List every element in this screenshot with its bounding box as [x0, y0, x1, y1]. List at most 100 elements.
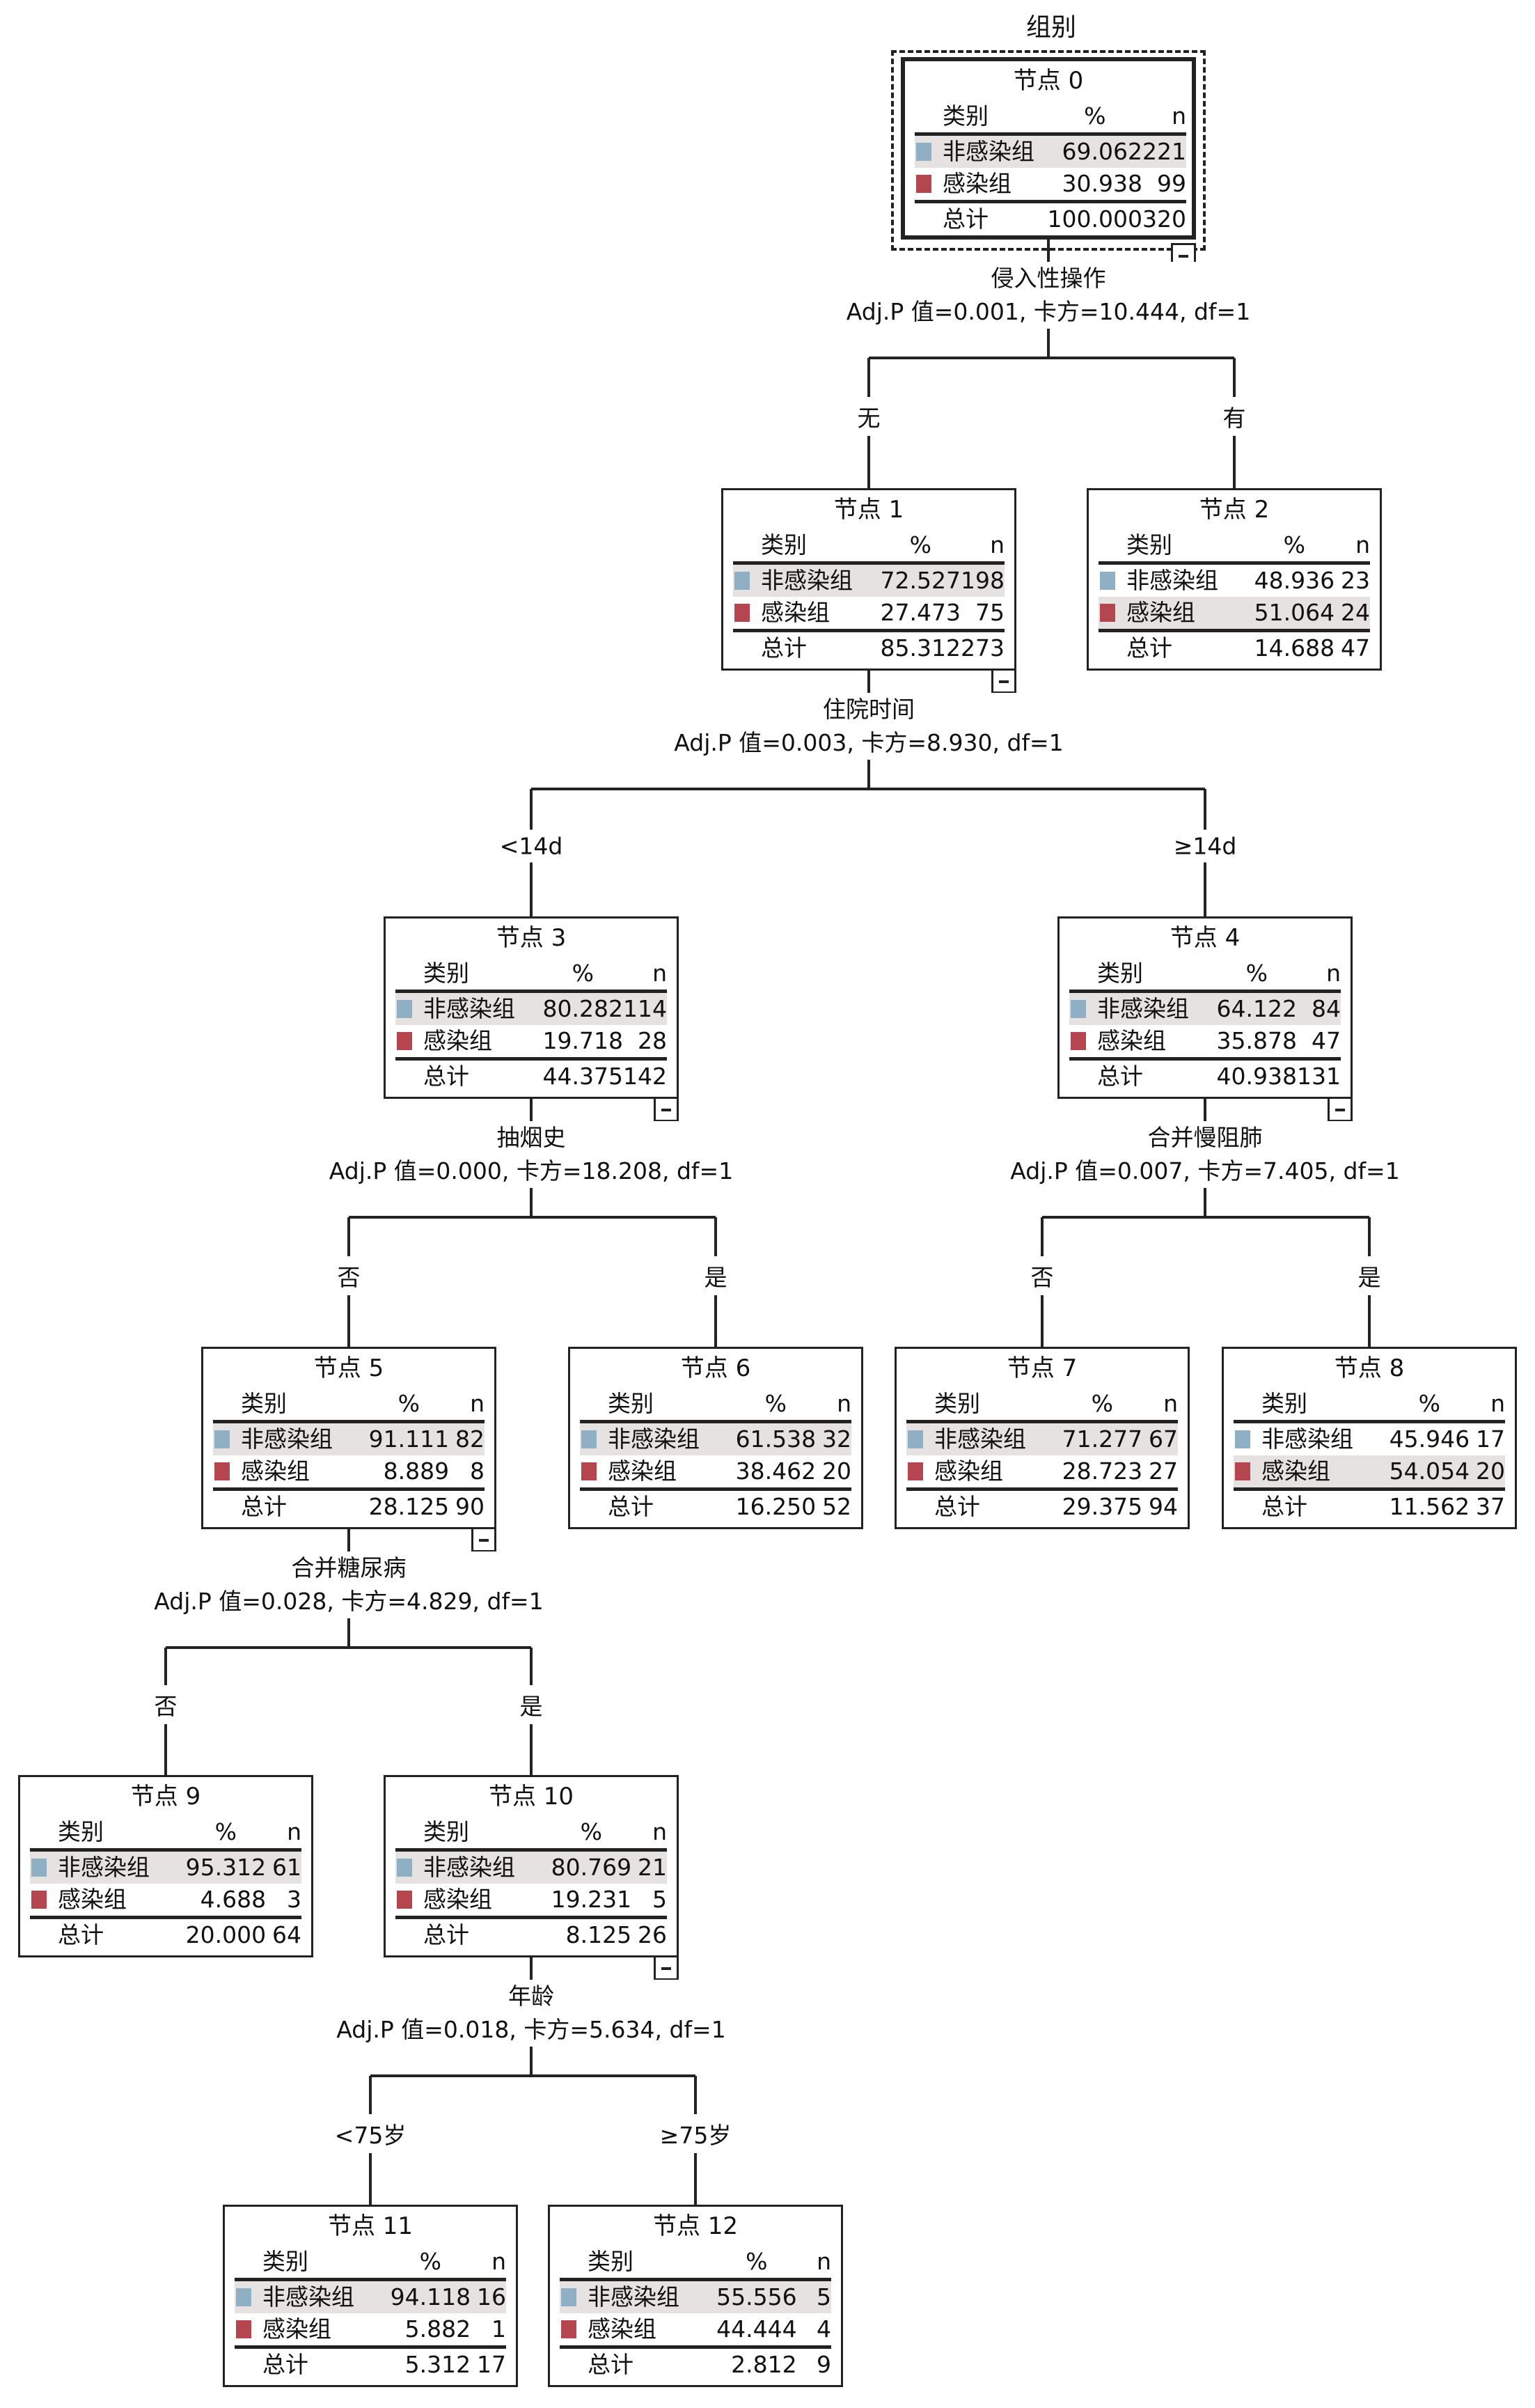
header-category: 类别 [915, 100, 1048, 136]
non-infected-swatch-icon [31, 1859, 47, 1877]
split-variable: 合并慢阻肺 [1147, 1124, 1263, 1151]
row-total: 总计 85.312 273 [733, 631, 1005, 665]
percent-value: 19.718 [542, 1025, 623, 1061]
category-label: 感染组 [58, 1886, 127, 1913]
header-category: 类别 [235, 2246, 391, 2281]
tree-node-12[interactable]: 节点 12 类别 % n 非感染组 55.556 5 感染组 44.444 4 … [548, 2205, 843, 2387]
total-label: 总计 [1097, 1063, 1143, 1090]
percent-value: 61.538 [735, 1421, 817, 1455]
count-value: 67 [1142, 1421, 1178, 1455]
count-value: 61 [266, 1850, 301, 1884]
header-percent: % [1216, 957, 1297, 993]
count-value: 28 [623, 1025, 667, 1061]
split-statistics: Adj.P 值=0.018, 卡方=5.634, df=1 [336, 2016, 726, 2043]
node-table: 类别 % n 非感染组 69.062 221 感染组 30.938 99 总计 … [915, 100, 1186, 235]
row-infected: 感染组 19.231 5 [395, 1884, 667, 1919]
percent-value: 55.556 [716, 2279, 797, 2313]
row-total: 总计 28.125 90 [213, 1490, 485, 1524]
node-title: 节点 1 [833, 496, 904, 524]
tree-node-4[interactable]: 节点 4 类别 % n 非感染组 64.122 84 感染组 35.878 47… [1057, 916, 1353, 1099]
row-non-infected: 非感染组 64.122 84 [1069, 991, 1341, 1025]
count-value: 114 [623, 991, 667, 1025]
category-label: 非感染组 [943, 138, 1034, 165]
tree-node-2[interactable]: 节点 2 类别 % n 非感染组 48.936 23 感染组 51.064 24… [1087, 488, 1382, 671]
infected-swatch-icon [734, 604, 750, 622]
collapse-node-4-button[interactable] [1328, 1097, 1353, 1122]
count-value: 17 [1476, 1425, 1505, 1453]
category-label: 非感染组 [241, 1425, 333, 1453]
row-total: 总计 11.562 37 [1234, 1490, 1505, 1524]
percent-value: 80.769 [551, 1850, 632, 1884]
category-label: 感染组 [1126, 599, 1195, 626]
collapse-node-3-button[interactable] [654, 1097, 679, 1122]
split-variable: 住院时间 [823, 696, 915, 723]
category-label: 非感染组 [262, 2283, 354, 2311]
collapse-node-1-button[interactable] [991, 669, 1016, 694]
total-label: 总计 [1261, 1493, 1307, 1520]
non-infected-swatch-icon [581, 1430, 597, 1448]
collapse-node-5-button[interactable] [471, 1527, 496, 1552]
tree-node-9[interactable]: 节点 9 类别 % n 非感染组 95.312 61 感染组 4.688 3 总… [18, 1775, 313, 1957]
header-n: n [1470, 1388, 1505, 1423]
branch-label: 否 [152, 1685, 179, 1725]
split-statistics: Adj.P 值=0.007, 卡方=7.405, df=1 [1010, 1157, 1400, 1185]
header-category: 类别 [1234, 1388, 1390, 1423]
header-percent: % [735, 1388, 817, 1423]
percent-value: 94.118 [390, 2279, 471, 2313]
count-value: 16 [471, 2279, 506, 2313]
tree-node-6[interactable]: 节点 6 类别 % n 非感染组 61.538 32 感染组 38.462 20… [568, 1347, 863, 1529]
minus-icon [999, 680, 1009, 683]
percent-value: 69.062 [1047, 134, 1142, 168]
total-label: 总计 [608, 1493, 654, 1520]
minus-icon [661, 1967, 671, 1970]
tree-node-5[interactable]: 节点 5 类别 % n 非感染组 91.111 82 感染组 8.889 8 总… [201, 1347, 496, 1529]
category-label: 非感染组 [608, 1425, 700, 1453]
percent-value: 95.312 [185, 1850, 267, 1884]
total-count: 142 [623, 1063, 667, 1090]
category-label: 感染组 [943, 170, 1011, 197]
tree-node-8[interactable]: 节点 8 类别 % n 非感染组 45.946 17 感染组 54.054 20… [1222, 1347, 1517, 1529]
tree-node-1[interactable]: 节点 1 类别 % n 非感染组 72.527 198 感染组 27.473 7… [721, 488, 1016, 671]
percent-value: 28.723 [1062, 1455, 1143, 1491]
category-label: 感染组 [608, 1457, 677, 1485]
tree-node-7[interactable]: 节点 7 类别 % n 非感染组 71.277 67 感染组 28.723 27… [895, 1347, 1190, 1529]
branch-label: ≥14d [1172, 829, 1238, 863]
header-n: n [1335, 529, 1370, 565]
total-count: 52 [822, 1493, 851, 1520]
total-percent: 44.375 [542, 1063, 623, 1090]
percent-value: 51.064 [1254, 597, 1335, 632]
count-value: 32 [816, 1421, 851, 1455]
tree-node-3[interactable]: 节点 3 类别 % n 非感染组 80.282 114 感染组 19.718 2… [384, 916, 679, 1099]
percent-value: 30.938 [1047, 168, 1142, 203]
node-table: 类别 % n 非感染组 72.527 198 感染组 27.473 75 总计 … [733, 529, 1005, 664]
node-title: 节点 4 [1170, 924, 1241, 952]
percent-value: 44.444 [716, 2313, 797, 2349]
count-value: 23 [1341, 567, 1370, 594]
percent-value: 27.473 [880, 597, 961, 632]
split-statistics: Adj.P 值=0.001, 卡方=10.444, df=1 [846, 298, 1251, 325]
total-count: 9 [817, 2351, 831, 2378]
row-non-infected: 非感染组 80.282 114 [395, 991, 667, 1025]
node-table: 类别 % n 非感染组 48.936 23 感染组 51.064 24 总计 1… [1099, 529, 1370, 664]
branch-label: 无 [856, 397, 882, 437]
percent-value: 35.878 [1216, 1025, 1297, 1061]
tree-node-11[interactable]: 节点 11 类别 % n 非感染组 94.118 16 感染组 5.882 1 … [223, 2205, 518, 2387]
tree-node-10[interactable]: 节点 10 类别 % n 非感染组 80.769 21 感染组 19.231 5… [384, 1775, 679, 1957]
percent-value: 5.882 [390, 2313, 471, 2349]
category-label: 非感染组 [761, 567, 853, 594]
node-title: 节点 0 [1013, 67, 1084, 95]
tree-node-0[interactable]: 节点 0 类别 % n 非感染组 69.062 221 感染组 30.938 9… [901, 57, 1196, 240]
category-label: 感染组 [1261, 1457, 1330, 1485]
node-title: 节点 11 [327, 2212, 414, 2240]
row-non-infected: 非感染组 69.062 221 [915, 134, 1186, 168]
count-value: 20 [1470, 1455, 1505, 1491]
row-infected: 感染组 38.462 20 [580, 1455, 851, 1491]
percent-value: 54.054 [1389, 1455, 1470, 1491]
percent-value: 38.462 [735, 1455, 817, 1491]
header-n: n [796, 2246, 831, 2281]
collapse-node-10-button[interactable] [654, 1955, 679, 1980]
total-percent: 100.000 [1047, 205, 1142, 233]
header-percent: % [716, 2246, 797, 2281]
non-infected-swatch-icon [916, 143, 931, 161]
